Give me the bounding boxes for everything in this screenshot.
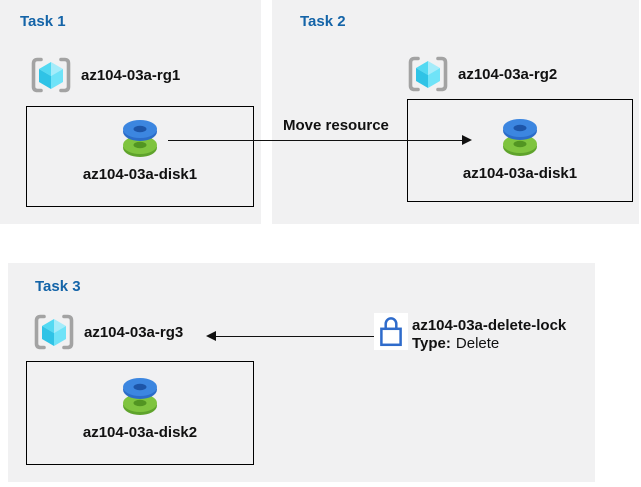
task2-resource-box: az104-03a-disk1 bbox=[407, 99, 633, 202]
task1-resource-group: az104-03a-rg1 bbox=[30, 56, 180, 94]
managed-disk-icon bbox=[497, 116, 543, 158]
lock-name-label: az104-03a-delete-lock bbox=[412, 317, 567, 334]
task3-resource-label: az104-03a-disk2 bbox=[82, 424, 198, 441]
task3-resource-group-label: az104-03a-rg3 bbox=[84, 323, 184, 341]
task1-panel bbox=[0, 0, 261, 224]
task3-resource-box: az104-03a-disk2 bbox=[26, 361, 254, 465]
lock-annotation: az104-03a-delete-lock Type:Delete bbox=[412, 317, 566, 352]
lock-type-value: Delete bbox=[455, 334, 500, 352]
managed-disk-icon bbox=[117, 117, 163, 159]
task3-title: Task 3 bbox=[35, 278, 81, 295]
task1-resource-label: az104-03a-disk1 bbox=[82, 166, 198, 183]
task3-panel bbox=[8, 263, 595, 482]
task2-title: Task 2 bbox=[300, 13, 346, 30]
resource-group-icon bbox=[33, 313, 75, 351]
task2-resource-label: az104-03a-disk1 bbox=[462, 165, 578, 182]
task3-resource-group: az104-03a-rg3 bbox=[33, 313, 183, 351]
move-resource-arrowhead-icon bbox=[462, 135, 472, 145]
task2-resource-group-label: az104-03a-rg2 bbox=[458, 65, 558, 83]
task1-resource-box: az104-03a-disk1 bbox=[26, 106, 254, 207]
resource-group-icon bbox=[30, 56, 72, 94]
lock-arrow-line bbox=[215, 336, 376, 337]
lock-type-key: Type: bbox=[412, 334, 451, 352]
task1-title: Task 1 bbox=[20, 13, 66, 30]
move-resource-label: Move resource bbox=[283, 117, 389, 134]
task2-resource-group: az104-03a-rg2 bbox=[407, 55, 557, 93]
lock-type-line: Type:Delete bbox=[412, 335, 566, 353]
task1-resource-group-label: az104-03a-rg1 bbox=[81, 66, 181, 84]
resource-group-icon bbox=[407, 55, 449, 93]
lock-chip bbox=[374, 313, 408, 350]
task2-panel bbox=[272, 0, 639, 224]
lock-arrowhead-icon bbox=[206, 331, 216, 341]
move-resource-arrow-line bbox=[168, 140, 464, 141]
lock-icon bbox=[377, 315, 405, 348]
managed-disk-icon bbox=[117, 375, 163, 417]
